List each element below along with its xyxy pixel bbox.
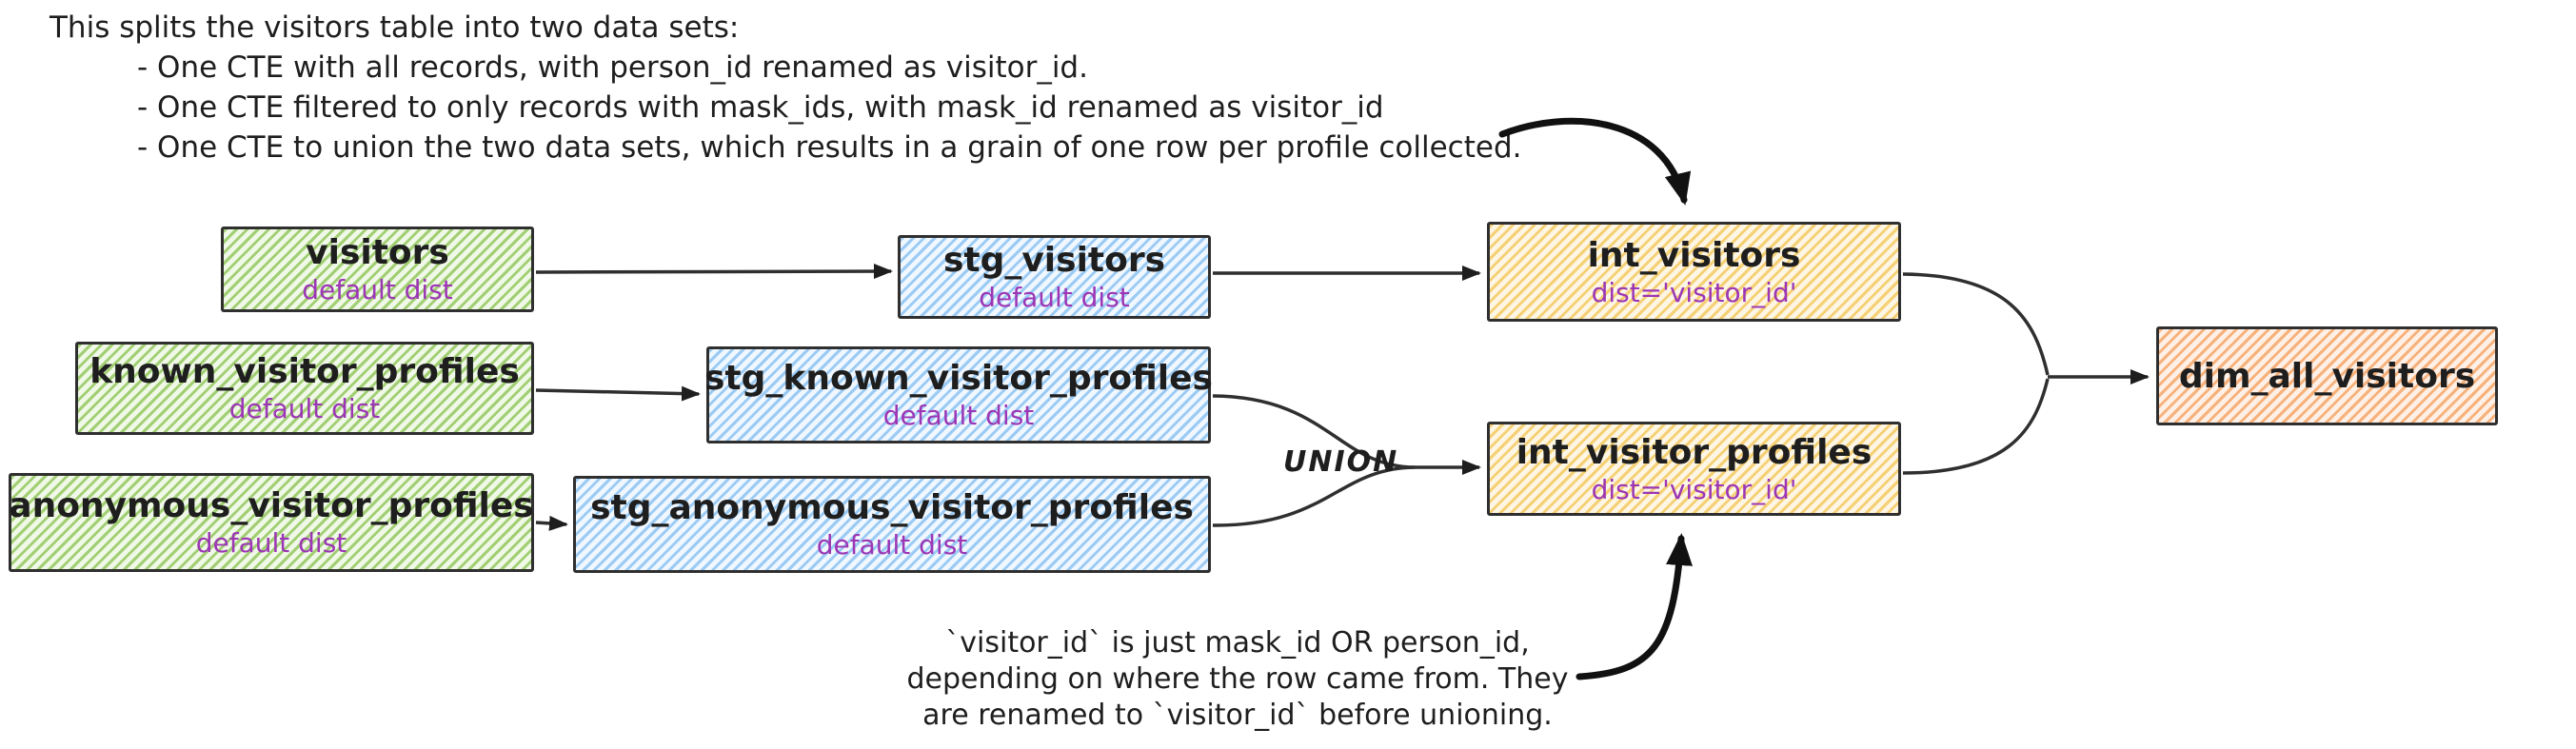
edge-int_visitors-to-merge[interactable] <box>1902 272 2050 376</box>
node-subtitle: default dist <box>302 274 453 306</box>
edge-visitors-to-stg_visitors[interactable] <box>535 264 893 280</box>
node-subtitle: dist='visitor_id' <box>1591 473 1797 505</box>
bottom-note-arrow[interactable] <box>1575 533 1694 680</box>
node-title: known_visitor_profiles <box>89 352 520 391</box>
bottom-note-line: are renamed to `visitor_id` before union… <box>922 699 1553 732</box>
top-note-line: This splits the visitors table into two … <box>50 10 740 45</box>
bottom-note-line: depending on where the row came from. Th… <box>906 662 1569 696</box>
top-note-line: - One CTE filtered to only records with … <box>137 90 1384 125</box>
node-title: stg_anonymous_visitor_profiles <box>590 488 1194 527</box>
edge-known_visitor_profiles-to-stg_known_visitor_profiles[interactable] <box>535 385 701 402</box>
top-note-arrow[interactable] <box>1498 117 1692 206</box>
bottom-note-line: `visitor_id` is just mask_id OR person_i… <box>945 626 1530 660</box>
edge-int_visitor_profiles-to-merge[interactable] <box>1902 378 2050 475</box>
node-subtitle: dist='visitor_id' <box>1591 276 1797 308</box>
node-title: anonymous_visitor_profiles <box>9 486 534 525</box>
node-subtitle: default dist <box>816 529 968 561</box>
node-subtitle: default dist <box>195 527 347 559</box>
node-title: int_visitor_profiles <box>1516 432 1873 472</box>
bottom-note[interactable]: `visitor_id` is just mask_id OR person_i… <box>885 625 1590 734</box>
node-subtitle: default dist <box>882 400 1035 431</box>
node-title: stg_known_visitor_profiles <box>704 359 1213 398</box>
node-subtitle: default dist <box>979 282 1130 313</box>
node-title: stg_visitors <box>942 241 1166 280</box>
node-subtitle: default dist <box>228 393 381 424</box>
node-dim_all_visitors[interactable]: dim_all_visitors <box>2156 326 2498 425</box>
top-note-line: - One CTE to union the two data sets, wh… <box>137 130 1522 165</box>
node-title: dim_all_visitors <box>2178 356 2476 396</box>
edge-anonymous_visitor_profiles-to-stg_anonymous_visitor_profiles[interactable] <box>535 515 568 531</box>
node-title: visitors <box>306 233 449 272</box>
union-label[interactable]: UNION <box>1283 445 1399 479</box>
node-title: int_visitors <box>1587 235 1801 275</box>
top-note[interactable]: This splits the visitors table into two … <box>50 8 1521 168</box>
top-note-line: - One CTE with all records, with person_… <box>137 50 1088 85</box>
